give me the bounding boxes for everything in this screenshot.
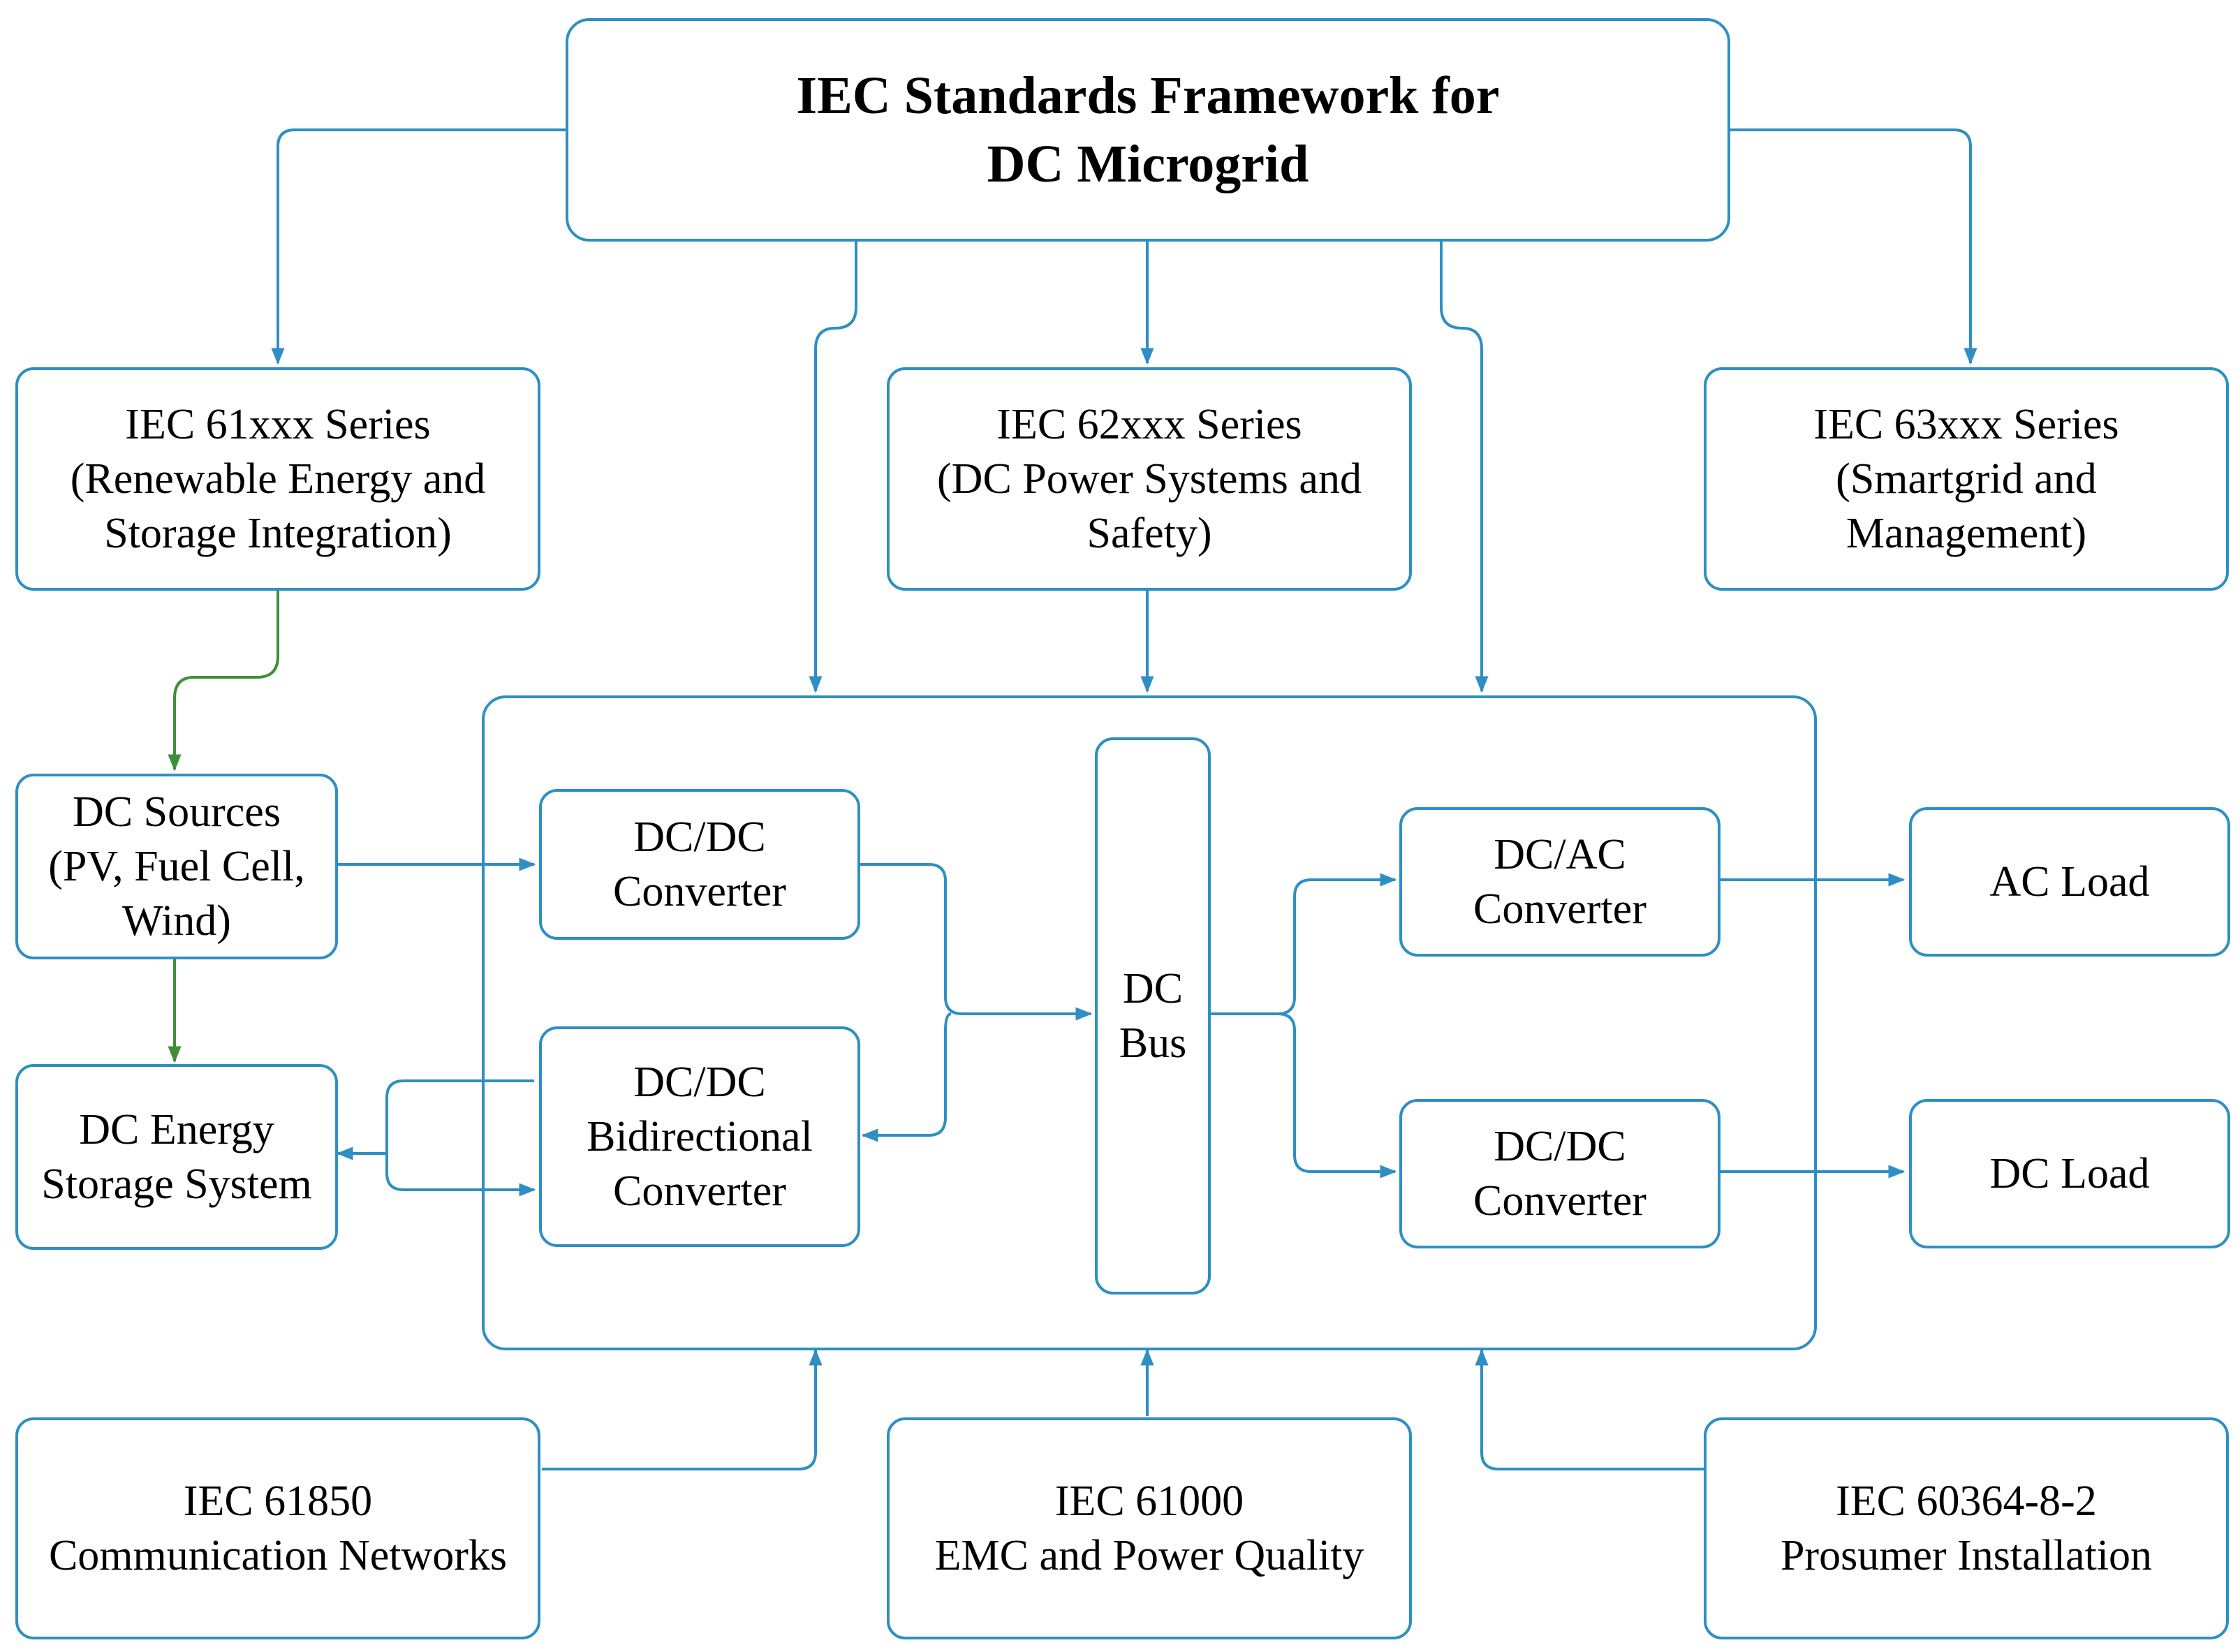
dcdc-out-line2: Converter bbox=[1473, 1177, 1646, 1225]
dcdc-bidirectional-converter-box: DC/DC Bidirectional Converter bbox=[539, 1026, 860, 1247]
series-63xxx-line2: (Smartgrid and bbox=[1836, 455, 2097, 503]
dcdc-in-line1: DC/DC bbox=[633, 813, 766, 861]
dc-storage-line2: Storage System bbox=[41, 1160, 312, 1208]
iec-61850-box: IEC 61850 Communication Networks bbox=[15, 1417, 540, 1639]
iec-61850-line1: IEC 61850 bbox=[183, 1477, 373, 1525]
arrow-storage-bidirectional bbox=[385, 1079, 536, 1197]
dcdc-in-line2: Converter bbox=[613, 868, 786, 915]
iec-61000-line2: EMC and Power Quality bbox=[934, 1532, 1364, 1579]
iec-60364-8-2-box: IEC 60364-8-2 Prosumer Installation bbox=[1704, 1417, 2229, 1639]
series-62xxx-line3: Safety) bbox=[1086, 510, 1212, 557]
microgrid-container bbox=[482, 695, 1817, 1350]
dcac-converter-box: DC/AC Converter bbox=[1399, 807, 1720, 957]
arrow-61xxx-to-sources bbox=[168, 591, 279, 772]
dcac-line1: DC/AC bbox=[1494, 831, 1626, 878]
series-61xxx-line1: IEC 61xxx Series bbox=[125, 401, 431, 448]
arrow-title-to-container-left bbox=[809, 242, 857, 693]
dc-sources-line3: Wind) bbox=[122, 897, 231, 945]
arrow-dcdc-to-bus bbox=[860, 863, 1093, 1021]
arrow-bus-to-dcdc-out bbox=[1277, 1012, 1397, 1179]
iec-63xxx-series-box: IEC 63xxx Series (Smartgrid and Manageme… bbox=[1704, 367, 2229, 591]
dc-energy-storage-box: DC Energy Storage System bbox=[15, 1064, 338, 1250]
dcdc-converter-input-box: DC/DC Converter bbox=[539, 789, 860, 940]
framework-title-line1: IEC Standards Framework for bbox=[796, 66, 1500, 125]
series-62xxx-line1: IEC 62xxx Series bbox=[996, 401, 1302, 448]
arrow-60364-to-container bbox=[1475, 1348, 1704, 1470]
arrow-title-to-63xxx bbox=[1730, 128, 1977, 365]
iec-60364-line2: Prosumer Installation bbox=[1780, 1532, 2153, 1579]
iec-62xxx-series-box: IEC 62xxx Series (DC Power Systems and S… bbox=[887, 367, 1412, 591]
dc-sources-line1: DC Sources bbox=[73, 788, 281, 836]
dcdc-out-line1: DC/DC bbox=[1494, 1123, 1626, 1170]
iec-61000-box: IEC 61000 EMC and Power Quality bbox=[887, 1417, 1412, 1639]
dc-sources-box: DC Sources (PV, Fuel Cell, Wind) bbox=[15, 774, 338, 959]
dc-sources-line2: (PV, Fuel Cell, bbox=[48, 843, 305, 890]
ac-load-label: AC Load bbox=[1989, 858, 2150, 906]
iec-61850-line2: Communication Networks bbox=[48, 1532, 508, 1579]
framework-title-box: IEC Standards Framework for DC Microgrid bbox=[566, 18, 1730, 242]
dcdc-converter-output-box: DC/DC Converter bbox=[1399, 1099, 1720, 1248]
arrow-bus-to-bidirectional bbox=[861, 1012, 952, 1142]
series-63xxx-line3: Management) bbox=[1845, 510, 2087, 557]
dcdc-bidir-line2: Bidirectional bbox=[587, 1113, 813, 1160]
series-62xxx-line2: (DC Power Systems and bbox=[937, 455, 1362, 503]
arrow-title-to-container-right bbox=[1440, 242, 1489, 693]
series-63xxx-line1: IEC 63xxx Series bbox=[1813, 401, 2119, 448]
dc-load-label: DC Load bbox=[1989, 1150, 2150, 1197]
dc-bus-line1: DC bbox=[1122, 965, 1184, 1012]
dc-storage-line1: DC Energy bbox=[79, 1106, 274, 1153]
series-61xxx-line2: (Renewable Energy and bbox=[70, 455, 486, 503]
dcac-line2: Converter bbox=[1473, 885, 1646, 933]
dc-bus-line2: Bus bbox=[1119, 1019, 1187, 1067]
arrow-61850-to-container bbox=[542, 1348, 823, 1470]
iec-61000-line1: IEC 61000 bbox=[1054, 1477, 1244, 1525]
dc-load-box: DC Load bbox=[1909, 1099, 2230, 1248]
iec-60364-line1: IEC 60364-8-2 bbox=[1836, 1477, 2097, 1525]
ac-load-box: AC Load bbox=[1909, 807, 2230, 957]
dc-bus-box: DC Bus bbox=[1095, 737, 1211, 1295]
arrow-bus-to-dcac bbox=[1211, 873, 1397, 1015]
iec-61xxx-series-box: IEC 61xxx Series (Renewable Energy and S… bbox=[15, 367, 540, 591]
dcdc-bidir-line3: Converter bbox=[613, 1167, 786, 1215]
dcdc-bidir-line1: DC/DC bbox=[633, 1059, 766, 1106]
framework-title-line2: DC Microgrid bbox=[987, 135, 1309, 193]
series-61xxx-line3: Storage Integration) bbox=[104, 510, 452, 557]
arrow-title-to-61xxx bbox=[271, 128, 566, 365]
